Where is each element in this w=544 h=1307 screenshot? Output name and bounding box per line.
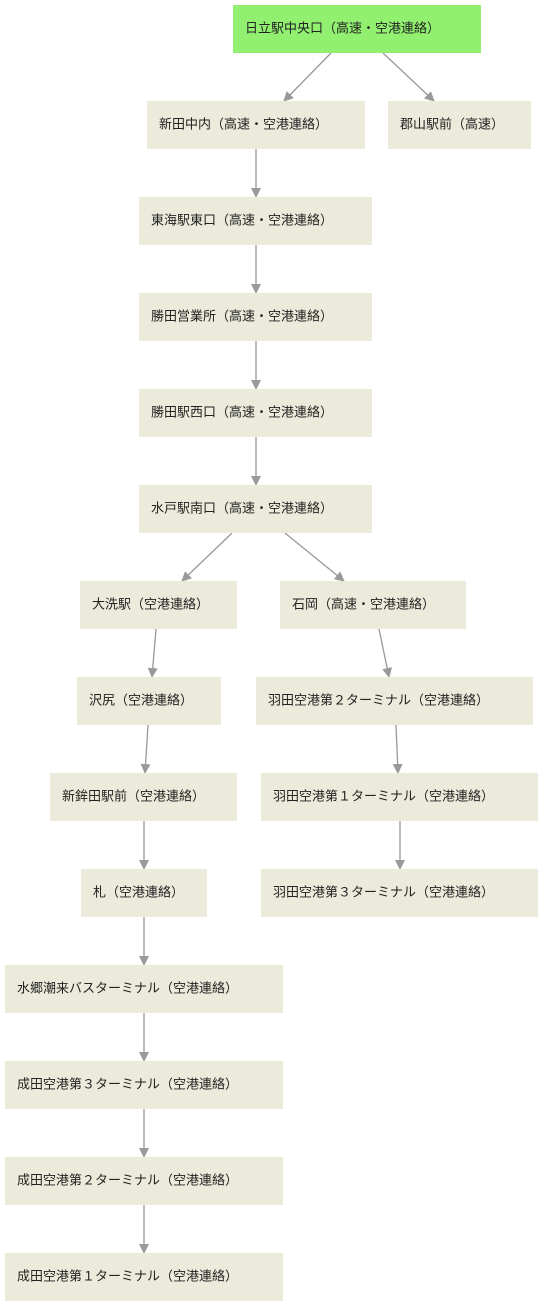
node-box: [280, 581, 466, 629]
node-box: [81, 869, 207, 917]
edge-n6-n8: [284, 532, 345, 582]
node-box: [147, 101, 365, 149]
node-label: 成田空港第１ターミナル（空港連絡）: [17, 1269, 238, 1285]
node-n3: 東海駅東口（高速・空港連絡）: [139, 197, 372, 245]
node-n10: 羽田空港第２ターミナル（空港連絡）: [256, 677, 533, 725]
edge-n9-n11: [140, 724, 151, 774]
node-box: [5, 1253, 283, 1301]
node-label: 勝田駅西口（高速・空港連絡）: [151, 405, 333, 421]
node-label: 成田空港第３ターミナル（空港連絡）: [17, 1077, 238, 1093]
node-label: 日立駅中央口（高速・空港連絡）: [245, 21, 440, 37]
node-n11: 新鉾田駅前（空港連絡）: [50, 773, 237, 821]
node-n15: 水郷潮来バスターミナル（空港連絡）: [5, 965, 283, 1013]
node-box: [139, 389, 372, 437]
node-n13: 札（空港連絡）: [81, 869, 207, 917]
node-label: 大洗駅（空港連絡）: [92, 597, 209, 613]
node-label: 新田中内（高速・空港連絡）: [159, 117, 328, 133]
node-n8: 石岡（高速・空港連絡）: [280, 581, 466, 629]
node-n14: 羽田空港第３ターミナル（空港連絡）: [261, 869, 538, 917]
node-n16: 成田空港第３ターミナル（空港連絡）: [5, 1061, 283, 1109]
edge-n10-n12: [392, 724, 403, 774]
node-label: 羽田空港第３ターミナル（空港連絡）: [273, 885, 494, 901]
node-label: 成田空港第２ターミナル（空港連絡）: [17, 1173, 238, 1189]
node-n5: 勝田駅西口（高速・空港連絡）: [139, 389, 372, 437]
edge-n0-n1: [283, 52, 332, 102]
node-label: 石岡（高速・空港連絡）: [292, 597, 435, 613]
node-label: 沢尻（空港連絡）: [89, 693, 193, 709]
node-n0: 日立駅中央口（高速・空港連絡）: [233, 5, 481, 53]
node-n18: 成田空港第１ターミナル（空港連絡）: [5, 1253, 283, 1301]
node-n7: 大洗駅（空港連絡）: [80, 581, 237, 629]
node-label: 水郷潮来バスターミナル（空港連絡）: [17, 981, 238, 997]
node-box: [77, 677, 221, 725]
node-n2: 郡山駅前（高速）: [388, 101, 531, 149]
node-n6: 水戸駅南口（高速・空港連絡）: [139, 485, 372, 533]
node-box: [256, 677, 533, 725]
node-label: 新鉾田駅前（空港連絡）: [62, 789, 205, 805]
node-label: 東海駅東口（高速・空港連絡）: [151, 213, 333, 229]
node-label: 勝田営業所（高速・空港連絡）: [151, 309, 333, 325]
node-label: 羽田空港第１ターミナル（空港連絡）: [273, 789, 494, 805]
nodes-layer: 日立駅中央口（高速・空港連絡） 新田中内（高速・空港連絡） 郡山駅前（高速） 東海駅東…: [5, 5, 538, 1301]
edges-layer: [139, 52, 435, 1254]
edge-n8-n10: [378, 628, 393, 678]
node-box: [261, 773, 538, 821]
node-box: [5, 1061, 283, 1109]
node-box: [5, 1157, 283, 1205]
node-label: 水戸駅南口（高速・空港連絡）: [151, 501, 333, 517]
node-box: [233, 5, 481, 53]
node-box: [5, 965, 283, 1013]
edge-n6-n7: [181, 532, 233, 582]
node-box: [139, 197, 372, 245]
node-label: 郡山駅前（高速）: [400, 117, 504, 133]
node-box: [261, 869, 538, 917]
node-n17: 成田空港第２ターミナル（空港連絡）: [5, 1157, 283, 1205]
node-n12: 羽田空港第１ターミナル（空港連絡）: [261, 773, 538, 821]
node-n9: 沢尻（空港連絡）: [77, 677, 221, 725]
node-box: [139, 293, 372, 341]
node-label: 札（空港連絡）: [93, 885, 184, 901]
edge-n7-n9: [147, 628, 158, 678]
edge-n0-n2: [382, 52, 435, 102]
node-n4: 勝田営業所（高速・空港連絡）: [139, 293, 372, 341]
node-box: [80, 581, 237, 629]
node-box: [50, 773, 237, 821]
node-box: [388, 101, 531, 149]
node-label: 羽田空港第２ターミナル（空港連絡）: [268, 693, 489, 709]
node-n1: 新田中内（高速・空港連絡）: [147, 101, 365, 149]
node-box: [139, 485, 372, 533]
